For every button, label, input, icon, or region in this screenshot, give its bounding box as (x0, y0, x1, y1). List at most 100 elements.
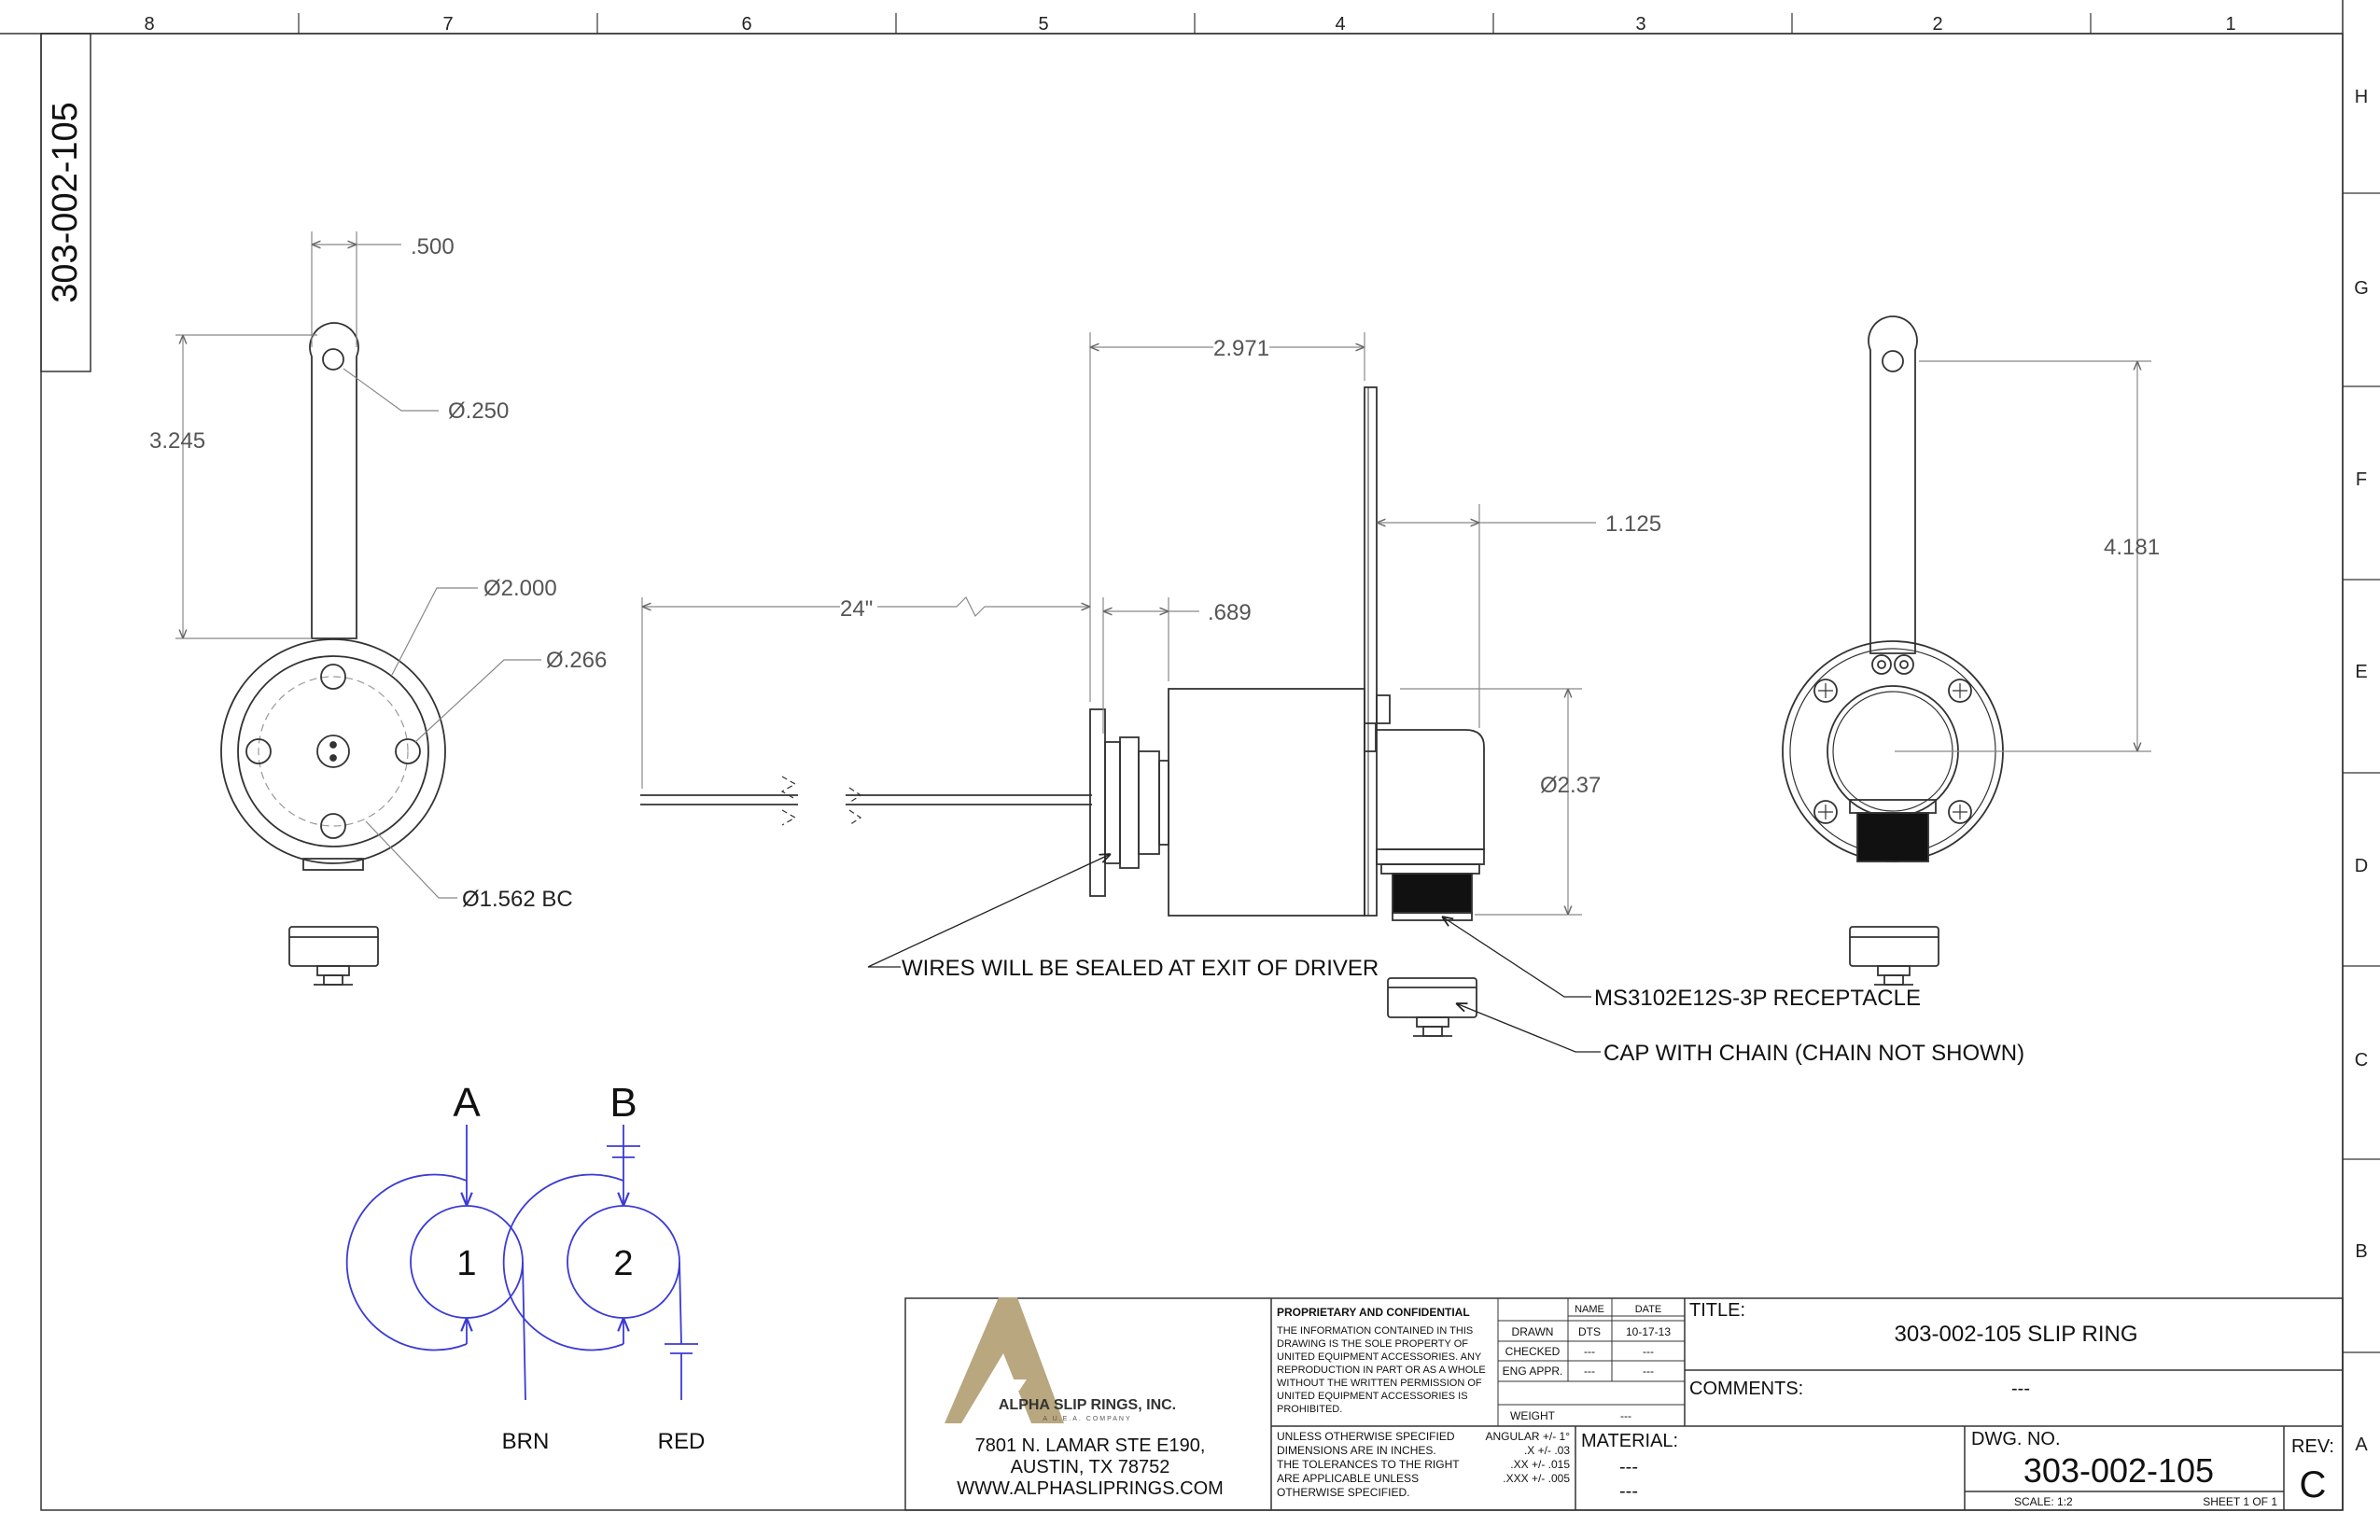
front-lever-arm (309, 322, 359, 639)
proprietary-line-6: UNITED EQUIPMENT ACCESSORIES IS (1277, 1391, 1468, 1402)
rear-screw-1 (1871, 654, 1892, 675)
rev-label: REV: (2291, 1436, 2334, 1457)
title-label: TITLE: (1689, 1300, 1745, 1321)
zone-col-6: 6 (741, 14, 751, 35)
rear-screw-2 (1894, 654, 1914, 675)
rear-screw-4 (1948, 679, 1972, 703)
dim-mount-hole: Ø.266 (546, 648, 607, 673)
zone-col-4: 4 (1335, 14, 1345, 35)
dim-lever-length: 3.245 (149, 428, 205, 454)
schematic-wire-brn: BRN (502, 1429, 550, 1454)
zone-row-labels: H G F E D C B A (2354, 87, 2369, 1455)
front-mount-hole-bottom (320, 813, 346, 839)
schematic-ring-1-label: 1 (456, 1244, 476, 1283)
row-eng-date: --- (1643, 1365, 1654, 1378)
row-eng-label: ENG APPR. (1503, 1365, 1563, 1378)
rear-dimensions (1895, 360, 2151, 752)
dim-lever-hole: Ø.250 (448, 399, 509, 424)
logo-mark-icon (945, 1297, 1064, 1423)
side-dimensions (641, 332, 1596, 916)
rear-cap (1849, 926, 1939, 967)
dwg-no-label: DWG. NO. (1971, 1429, 2061, 1449)
comments-label: COMMENTS: (1689, 1379, 1803, 1399)
rear-receptacle-thread (1856, 812, 1929, 862)
dim-flange-thk: .689 (1208, 600, 1252, 625)
zone-row-c: C (2355, 1050, 2368, 1071)
row-drawn-name: DTS (1578, 1325, 1601, 1338)
zone-row-b: B (2355, 1241, 2367, 1262)
proprietary-title: PROPRIETARY AND CONFIDENTIAL (1277, 1306, 1470, 1319)
callout-cap: CAP WITH CHAIN (CHAIN NOT SHOWN) (1603, 1041, 2024, 1066)
sheet-id-rotated: 303-002-105 (46, 102, 85, 303)
row-checked-label: CHECKED (1505, 1345, 1561, 1358)
dim-receptacle-offset: 1.125 (1605, 511, 1661, 537)
callout-labels: WIRES WILL BE SEALED AT EXIT OF DRIVER M… (902, 956, 2024, 1066)
zone-col-5: 5 (1038, 14, 1048, 35)
col-date-header: DATE (1635, 1304, 1662, 1315)
row-eng-name: --- (1584, 1365, 1595, 1378)
wiring-schematic (345, 1125, 698, 1401)
zone-col-7: 7 (442, 14, 453, 35)
col-name-header: NAME (1575, 1304, 1604, 1315)
schematic-label-b: B (609, 1080, 637, 1126)
front-dimension-labels: .500 Ø.250 3.245 Ø2.000 Ø.266 Ø1.562 BC (149, 234, 607, 912)
weight-value: --- (1620, 1409, 1631, 1422)
tolerance-line-1: UNLESS OTHERWISE SPECIFIED (1277, 1430, 1455, 1443)
zone-row-d: D (2355, 856, 2368, 876)
zone-column-labels: 8 7 6 5 4 3 2 1 (144, 14, 2235, 35)
side-dimension-labels: 24" .689 2.971 1.125 Ø2.37 (840, 336, 1661, 798)
dim-rear-lever-length: 4.181 (2104, 535, 2160, 560)
company-sub: A U.E.A. COMPANY (1043, 1416, 1131, 1422)
comments-value: --- (2011, 1379, 2030, 1399)
material-line-1: --- (1619, 1457, 1638, 1477)
rear-lever-arm (1868, 315, 1918, 654)
schematic-labels: A B 1 2 BRN RED (453, 1080, 705, 1454)
weight-label: WEIGHT (1510, 1409, 1556, 1422)
zone-row-h: H (2355, 87, 2368, 107)
dim-bc: Ø1.562 BC (462, 887, 573, 912)
front-lever-hole (322, 348, 344, 371)
front-connector-stub (302, 858, 364, 871)
front-view (220, 322, 446, 986)
dim-lead-length: 24" (840, 596, 873, 622)
proprietary-line-4: REPRODUCTION IN PART OR AS A WHOLE (1277, 1365, 1486, 1376)
schematic-wire-red: RED (658, 1429, 706, 1454)
company-website: WWW.ALPHASLIPRINGS.COM (957, 1478, 1224, 1499)
callout-leaders (867, 854, 1601, 1053)
callout-receptacle: MS3102E12S-3P RECEPTACLE (1594, 986, 1921, 1011)
company-name: ALPHA SLIP RINGS, INC. (999, 1397, 1176, 1413)
proprietary-line-3: UNITED EQUIPMENT ACCESSORIES. ANY (1277, 1351, 1482, 1363)
tolerance-xxx: .XXX +/- .005 (1503, 1472, 1570, 1485)
rear-lever-hole (1882, 350, 1904, 372)
dwg-no-value: 303-002-105 (2023, 1451, 2214, 1490)
zone-row-e: E (2355, 662, 2367, 682)
scale-label: SCALE: 1:2 (2014, 1495, 2073, 1508)
schematic-label-a: A (453, 1080, 481, 1126)
material-label: MATERIAL: (1581, 1431, 1678, 1451)
dim-bolt-circle-dia: Ø2.000 (483, 576, 557, 601)
tolerance-line-3: THE TOLERANCES TO THE RIGHT (1277, 1458, 1460, 1471)
rear-screw-3 (1813, 679, 1838, 703)
zone-col-1: 1 (2225, 14, 2235, 35)
dim-lever-width: .500 (411, 234, 455, 259)
rear-screw-6 (1948, 800, 1972, 824)
row-checked-date: --- (1643, 1345, 1654, 1358)
side-body (1168, 688, 1365, 917)
front-cap (288, 926, 379, 967)
proprietary-line-1: THE INFORMATION CONTAINED IN THIS (1277, 1325, 1473, 1337)
front-flange-outer (220, 638, 446, 864)
dim-overall-length: 2.971 (1213, 336, 1269, 361)
side-mount-plate (1364, 386, 1378, 917)
rear-view (1782, 315, 2004, 986)
side-receptacle-thread (1392, 873, 1473, 914)
address-line-1: 7801 N. LAMAR STE E190, (975, 1435, 1206, 1456)
title-block (904, 1297, 2344, 1511)
row-checked-name: --- (1584, 1345, 1595, 1358)
schematic-brush-b (502, 1173, 624, 1351)
sheet-id-box: 303-002-105 (40, 33, 91, 372)
tolerance-line-4: ARE APPLICABLE UNLESS (1277, 1472, 1419, 1485)
zone-col-2: 2 (1932, 14, 1942, 35)
proprietary-line-2: DRAWING IS THE SOLE PROPERTY OF (1277, 1338, 1468, 1350)
